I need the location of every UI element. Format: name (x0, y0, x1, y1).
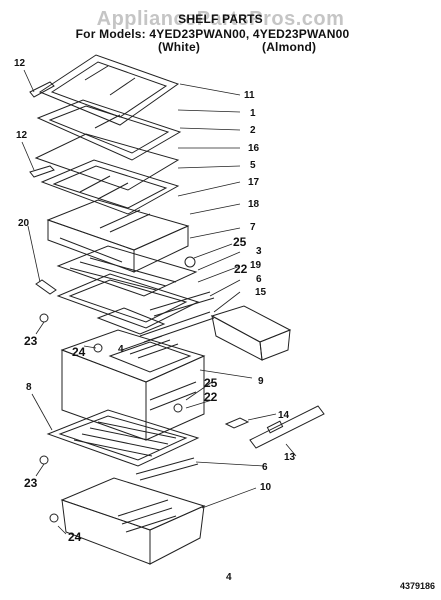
callout-11: 11 (244, 90, 255, 101)
bottom-crisper-10 (60, 477, 206, 565)
rail-6-lower (135, 457, 199, 481)
crisper-drawer-upper (46, 199, 190, 273)
shelf-frame-6 (56, 273, 200, 329)
callout-5: 5 (250, 160, 256, 171)
callout-12-top: 12 (14, 58, 26, 69)
callout-6-lower: 6 (262, 462, 268, 473)
callout-1: 1 (250, 108, 256, 119)
callout-7: 7 (250, 222, 256, 233)
color-white-label: (White) (158, 40, 201, 54)
glass-shelf-top (38, 54, 180, 126)
callout-25-lower: 25 (204, 376, 218, 390)
callout-18: 18 (248, 199, 260, 210)
callout-3: 3 (256, 246, 262, 257)
callout-12-second: 12 (16, 130, 28, 141)
page-number: 4 (226, 572, 232, 583)
color-almond-label: (Almond) (262, 40, 317, 54)
watermark: AppliancePartsPros.com (96, 8, 345, 30)
shelf-rail-12a (29, 81, 55, 98)
glass-plate-16 (34, 133, 180, 191)
callout-23-upper: 23 (24, 334, 38, 348)
callout-10: 10 (260, 482, 272, 493)
callout-25-upper: 25 (233, 235, 247, 249)
callout-20: 20 (18, 218, 30, 229)
callout-24-lower: 24 (68, 530, 82, 544)
control-slide (224, 405, 325, 449)
callout-24-upper: 24 (72, 345, 86, 359)
divider (96, 307, 166, 335)
document-number: 4379186 (400, 581, 436, 591)
callout-8: 8 (26, 382, 32, 393)
crisper-cover (56, 245, 198, 297)
models-line: For Models: 4YED23PWAN00, 4YED23PWAN00 (75, 27, 350, 41)
callout-9: 9 (258, 376, 264, 387)
clips (39, 256, 196, 523)
callout-16: 16 (248, 143, 260, 154)
callout-13: 13 (284, 452, 296, 463)
callout-23-lower: 23 (24, 476, 38, 490)
callout-15: 15 (255, 287, 267, 298)
leader-lines (21, 69, 297, 535)
diagram-title: SHELF PARTS (178, 12, 263, 26)
callout-14: 14 (278, 410, 290, 421)
shelf-frame-17 (40, 159, 180, 215)
callout-22-upper: 22 (234, 262, 248, 276)
snack-pan-15 (210, 305, 292, 361)
bottom-shelf-8 (46, 409, 200, 467)
meat-pan-housing (60, 329, 206, 441)
callout-17: 17 (248, 177, 260, 188)
callout-19: 19 (250, 260, 262, 271)
glass-shelf-2 (36, 99, 182, 161)
rail-20 (35, 279, 57, 295)
callout-22-lower: 22 (204, 390, 218, 404)
shelf-rail-12b (29, 165, 55, 178)
callout-2: 2 (250, 125, 256, 136)
callout-4: 4 (118, 344, 124, 355)
callout-6-upper: 6 (256, 274, 262, 285)
